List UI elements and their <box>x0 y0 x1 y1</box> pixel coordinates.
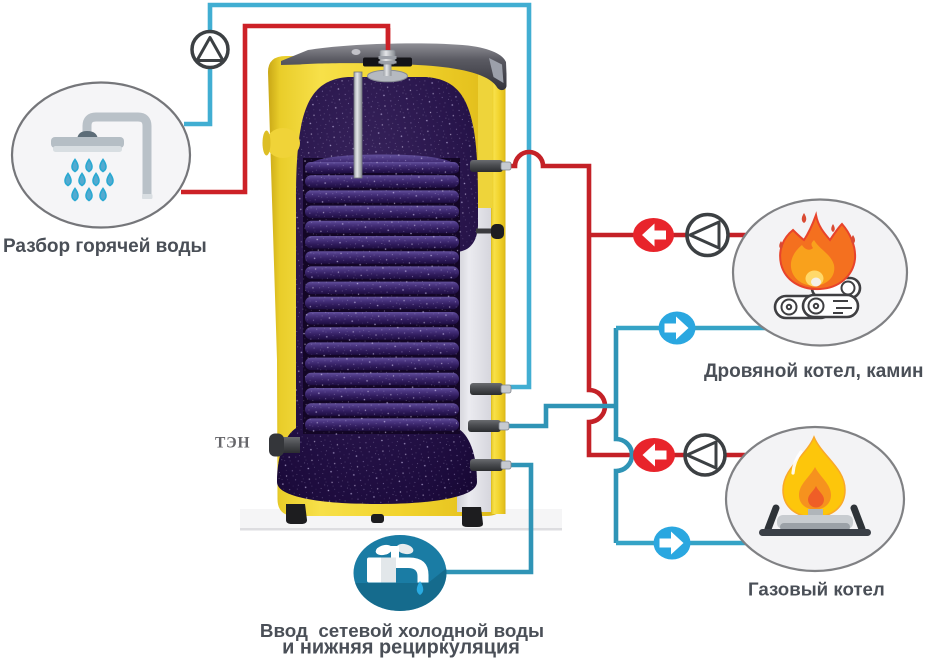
svg-text:и нижняя рециркуляция: и нижняя рециркуляция <box>282 637 520 659</box>
svg-text:Дровяной котел, камин: Дровяной котел, камин <box>704 361 923 382</box>
svg-text:Ввод сетевой холодной воды: Ввод сетевой холодной воды <box>260 620 544 641</box>
svg-text:ТЭН: ТЭН <box>215 435 250 452</box>
svg-text:Газовый котел: Газовый котел <box>748 579 885 600</box>
svg-text:Разбор горячей воды: Разбор горячей воды <box>3 236 207 257</box>
